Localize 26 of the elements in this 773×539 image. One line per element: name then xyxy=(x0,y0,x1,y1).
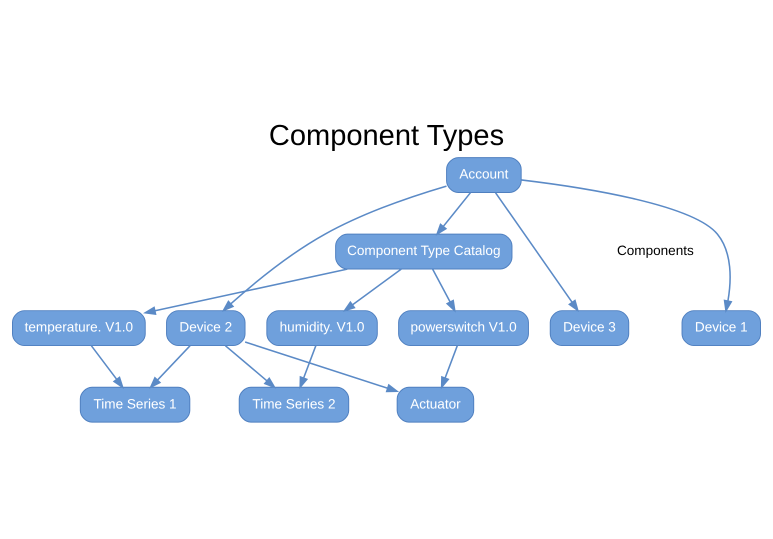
arrow xyxy=(222,184,447,312)
arrow xyxy=(521,178,732,312)
node-box: Device 1 xyxy=(682,310,761,346)
arrow xyxy=(494,192,580,312)
diagram-title: Component Types xyxy=(268,120,504,152)
arrow xyxy=(149,344,191,388)
node-box: Device 3 xyxy=(550,310,630,346)
node-box: temperature. V1.0 xyxy=(12,310,146,346)
node-box: Account xyxy=(446,156,522,192)
arrow xyxy=(432,268,456,312)
arrow xyxy=(244,340,400,392)
node-box: Time Series 1 xyxy=(80,386,190,422)
arrow xyxy=(224,344,276,388)
arrow xyxy=(436,192,472,236)
arrow xyxy=(342,268,402,312)
node-box: Time Series 2 xyxy=(238,386,350,422)
node-box: Component Type Catalog xyxy=(335,233,512,270)
node-box: Actuator xyxy=(396,386,474,422)
node-box: humidity. V1.0 xyxy=(266,310,378,346)
arrow xyxy=(143,268,348,314)
label: Components xyxy=(616,242,694,258)
node-box: Device 2 xyxy=(166,310,246,346)
arrow xyxy=(90,344,124,389)
arrow xyxy=(299,344,317,389)
arrow xyxy=(440,344,458,389)
node-box: powerswitch V1.0 xyxy=(398,310,529,346)
